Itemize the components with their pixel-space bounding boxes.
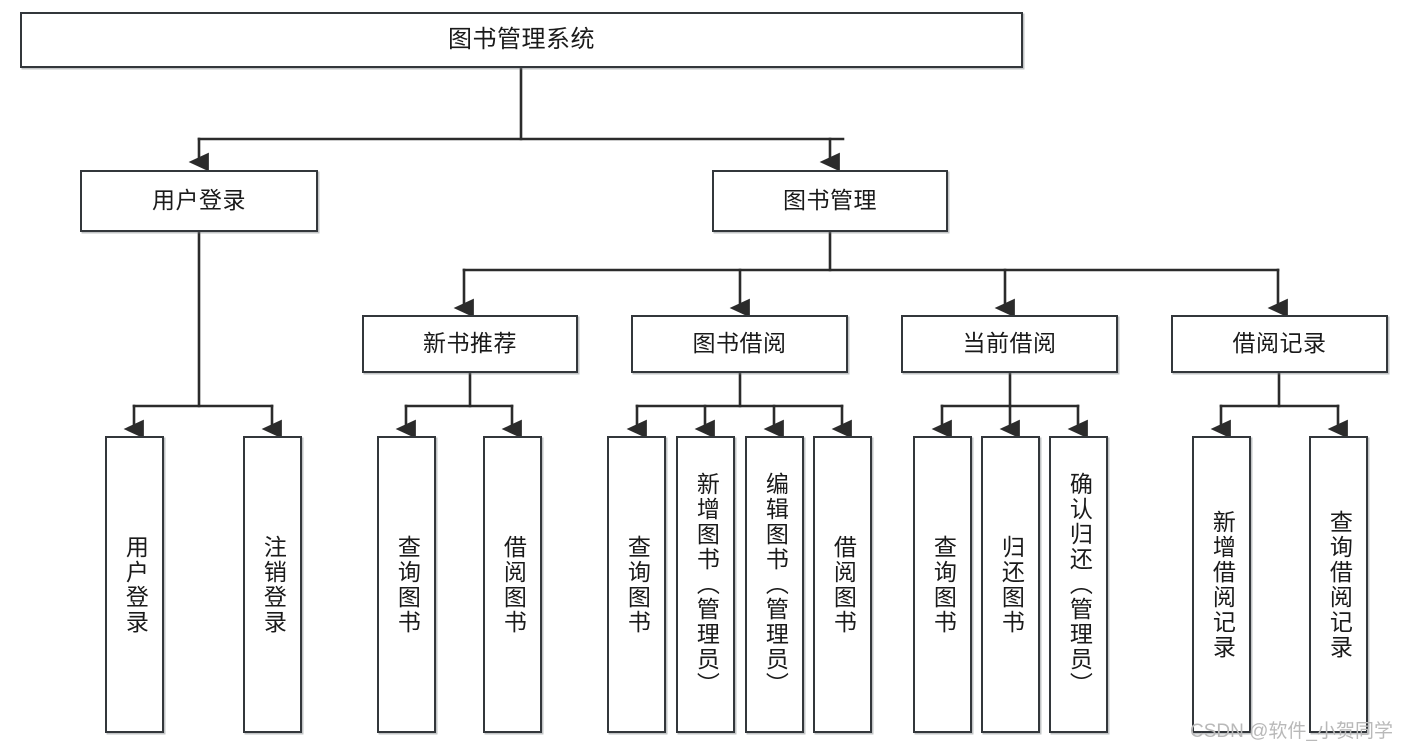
node-leaf-borrow-book-1[interactable]: 借阅图书	[483, 436, 542, 733]
node-leaf-borrow-book-2[interactable]: 借阅图书	[813, 436, 872, 733]
csdn-watermark: CSDN @软件_小贺同学	[1190, 721, 1393, 742]
node-leaf-query-record[interactable]: 查询借阅记录	[1309, 436, 1368, 733]
node-current-borrow[interactable]: 当前借阅	[901, 315, 1118, 373]
node-label: 查询图书	[624, 534, 651, 635]
node-label: 新书推荐	[423, 330, 517, 357]
node-label: 当前借阅	[962, 330, 1057, 357]
node-label: 借阅图书	[500, 534, 527, 635]
node-label: 图书管理	[783, 187, 877, 214]
node-leaf-add-record[interactable]: 新增借阅记录	[1192, 436, 1251, 733]
node-label: 用户登录	[122, 534, 149, 635]
node-book-management[interactable]: 图书管理	[712, 170, 948, 232]
node-leaf-query-book-1[interactable]: 查询图书	[377, 436, 436, 733]
node-label: 查询图书	[394, 534, 421, 635]
node-label: 新增图书（管理员）	[693, 472, 720, 697]
node-leaf-user-login[interactable]: 用户登录	[105, 436, 164, 733]
node-label: 借阅记录	[1232, 330, 1327, 357]
node-label: 新增借阅记录	[1209, 509, 1236, 660]
node-label: 注销登录	[260, 534, 287, 635]
node-label: 查询图书	[930, 534, 957, 635]
node-label: 确认归还（管理员）	[1066, 472, 1093, 697]
node-borrow-record[interactable]: 借阅记录	[1171, 315, 1388, 373]
node-leaf-confirm-return[interactable]: 确认归还（管理员）	[1049, 436, 1108, 733]
node-leaf-add-book[interactable]: 新增图书（管理员）	[676, 436, 735, 733]
node-label: 图书借阅	[692, 330, 787, 357]
node-leaf-query-book-2[interactable]: 查询图书	[607, 436, 666, 733]
node-new-book-recommend[interactable]: 新书推荐	[362, 315, 578, 373]
node-leaf-edit-book[interactable]: 编辑图书（管理员）	[745, 436, 804, 733]
node-user-login[interactable]: 用户登录	[80, 170, 318, 232]
node-label: 查询借阅记录	[1326, 509, 1353, 660]
node-leaf-query-book-3[interactable]: 查询图书	[913, 436, 972, 733]
node-book-borrow[interactable]: 图书借阅	[631, 315, 848, 373]
node-label: 归还图书	[998, 534, 1025, 635]
node-label: 编辑图书（管理员）	[762, 472, 789, 697]
node-label: 借阅图书	[830, 534, 857, 635]
node-root-book-management-system[interactable]: 图书管理系统	[20, 12, 1023, 68]
node-label: 用户登录	[152, 187, 246, 214]
node-leaf-return-book[interactable]: 归还图书	[981, 436, 1040, 733]
node-leaf-logout-login[interactable]: 注销登录	[243, 436, 302, 733]
node-label: 图书管理系统	[448, 25, 595, 53]
